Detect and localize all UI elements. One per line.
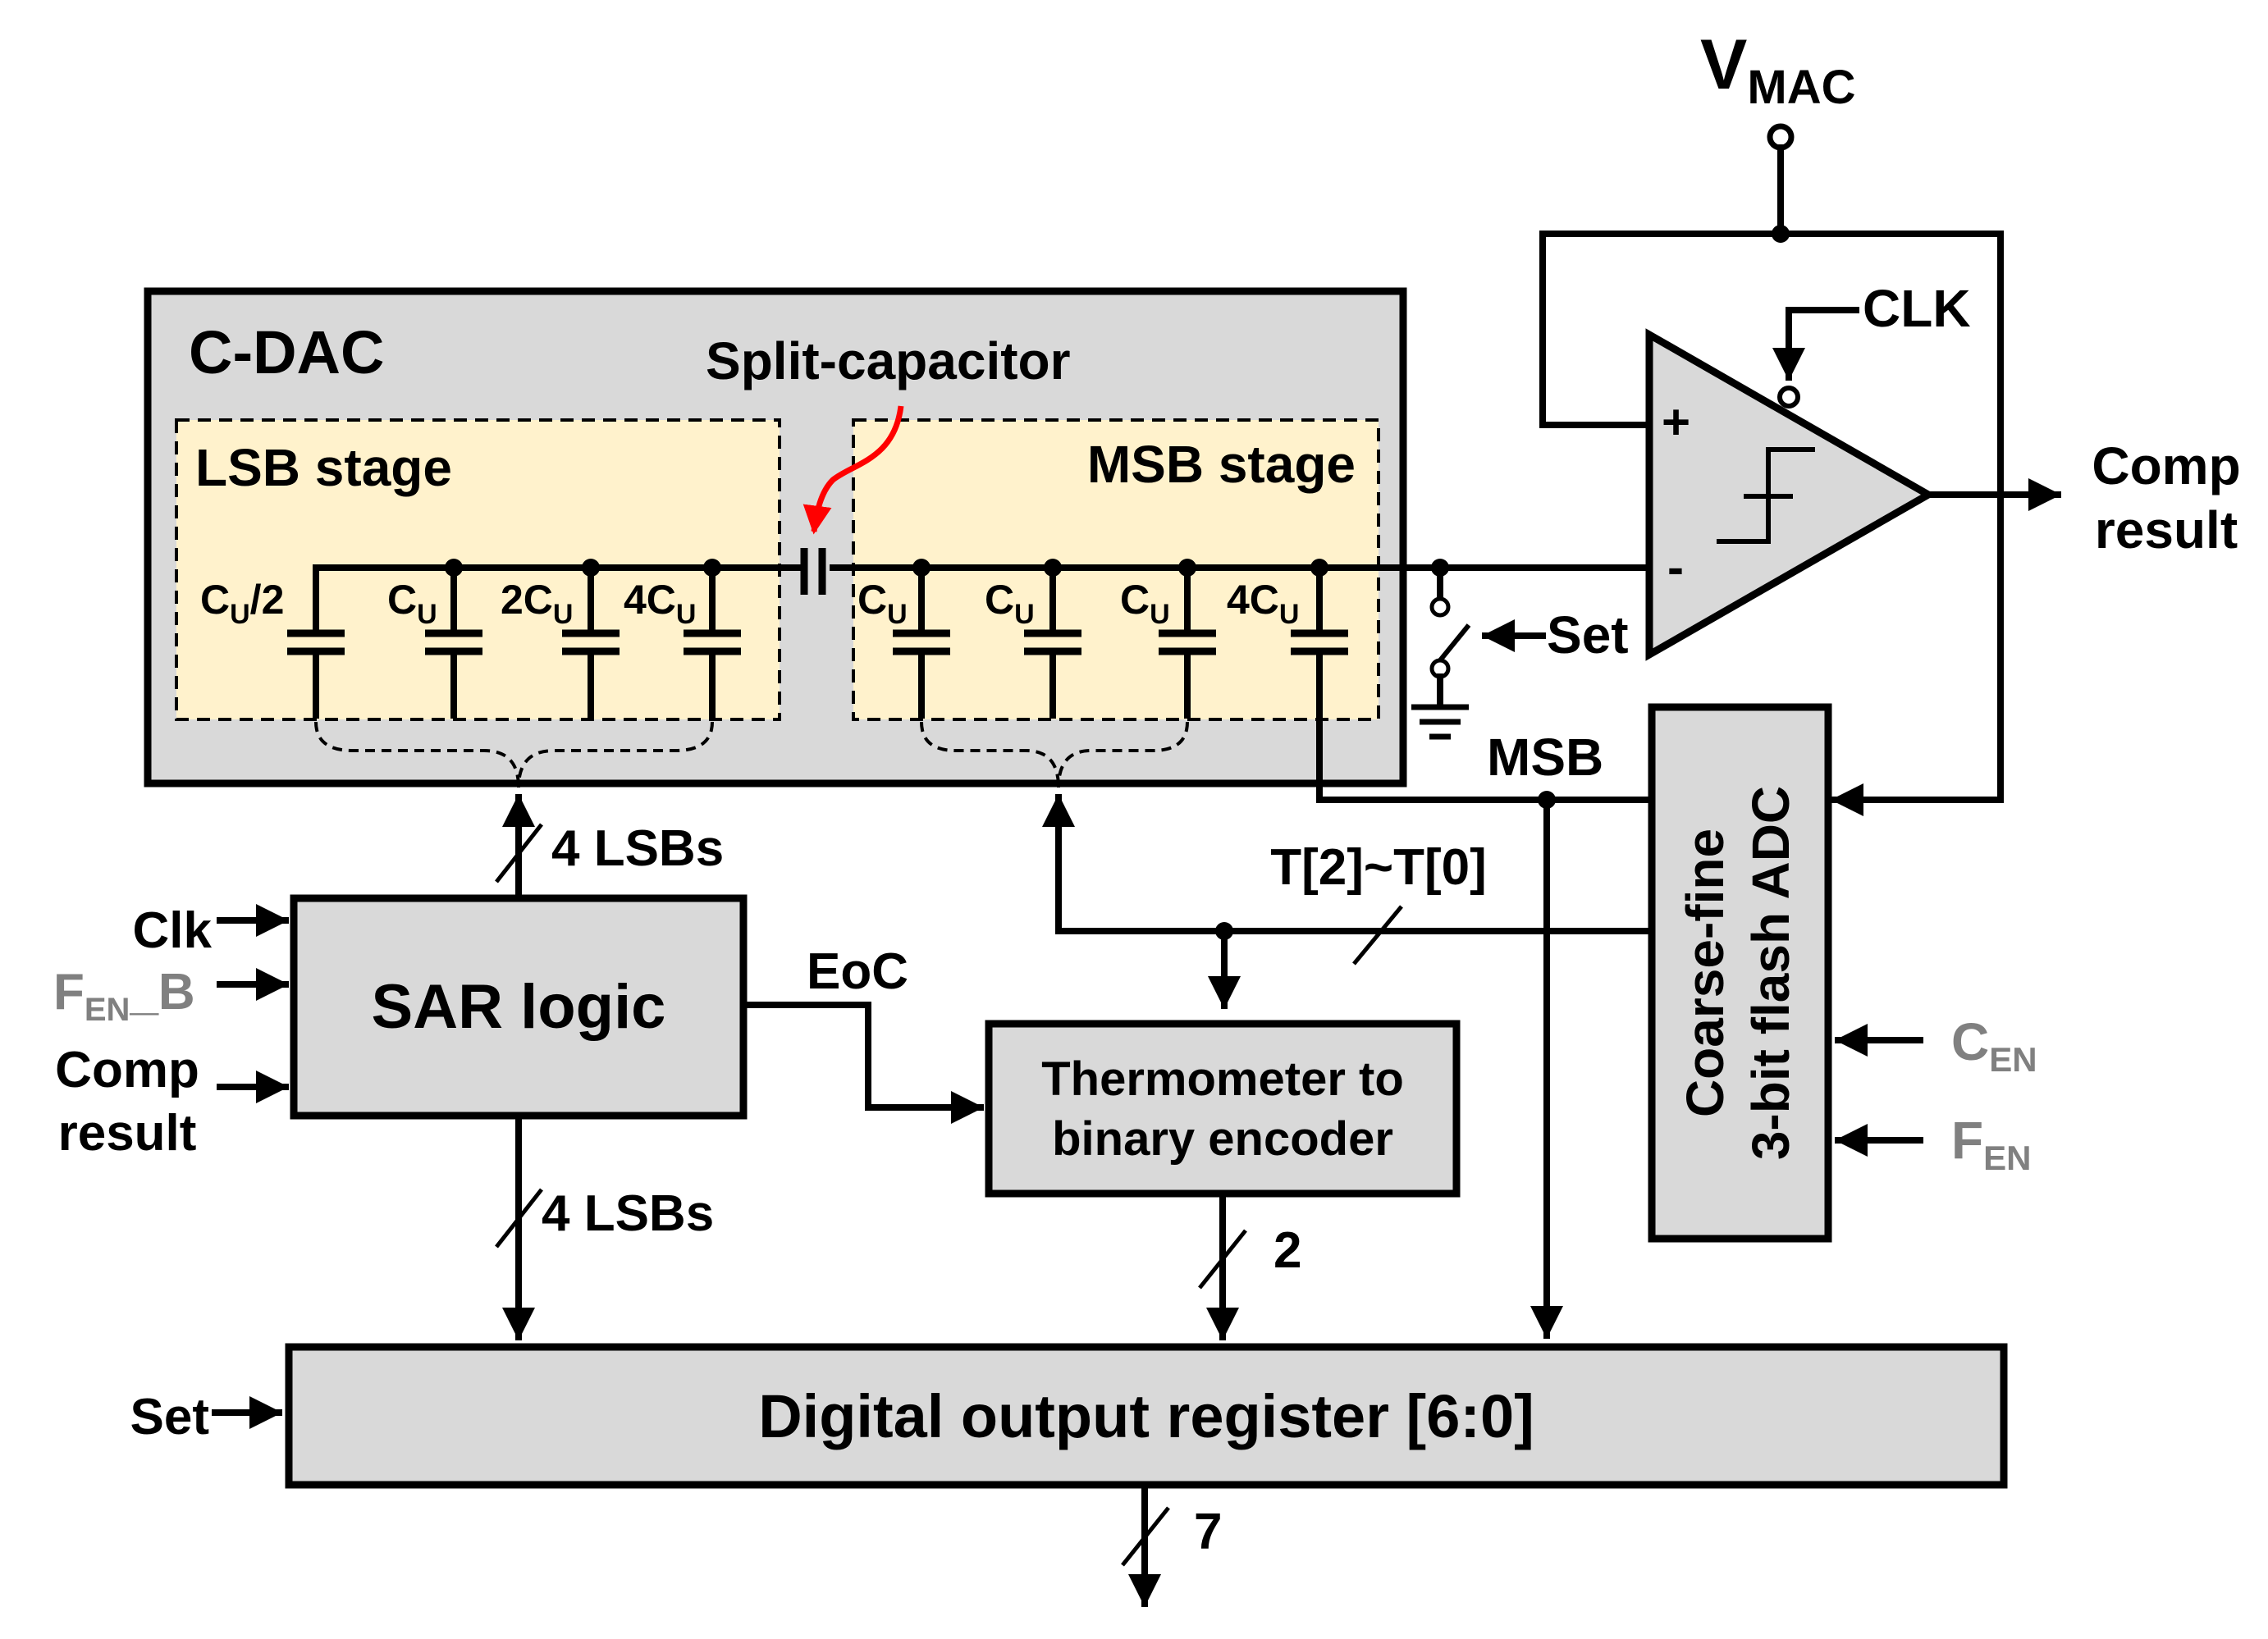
capacitor-labels: CU/2 CU 2CU 4CU CU CU CU 4CU <box>200 577 1299 630</box>
encoder-block: Thermometer to binary encoder 2 <box>985 1020 1461 1340</box>
flash-adc-block: Coarse-fine 3-bit flash ADC CEN FEN <box>1648 703 2037 1243</box>
msb-capacitor-array <box>893 559 1348 803</box>
fen-label: FEN <box>1951 1111 2031 1177</box>
set-switch: Set <box>1411 559 1629 740</box>
svg-text:VMAC: VMAC <box>1700 25 1855 114</box>
cdac-title: C-DAC <box>189 318 384 386</box>
vmac-node: VMAC <box>1700 25 1855 243</box>
eoc-label: EoC <box>807 943 908 1000</box>
cap-msb-1 <box>1024 564 1081 719</box>
encoder-label-1: Thermometer to <box>1041 1052 1404 1106</box>
clk-comparator-label: CLK <box>1863 279 1971 338</box>
flash-adc-label-2: 3-bit flash ADC <box>1741 786 1800 1160</box>
set-switch-label: Set <box>1547 605 1629 664</box>
svg-text:CU/2: CU/2 <box>200 577 284 630</box>
flash-adc-label-1: Coarse-fine <box>1676 829 1735 1117</box>
cdac-block: C-DAC Split-capacitor LSB stage MSB stag… <box>144 287 1648 803</box>
msb-label: MSB <box>1487 728 1603 787</box>
cap-lsb-2 <box>562 564 620 719</box>
comp-result-input-label-1: Comp <box>55 1042 199 1098</box>
comp-result-output-label-1: Comp <box>2092 436 2240 495</box>
thermometer-bus: T[2]~T[0] <box>1042 794 1655 1009</box>
msb-stage-label: MSB stage <box>1087 435 1356 494</box>
svg-text:CU: CU <box>857 577 908 630</box>
svg-text:CU: CU <box>985 577 1035 630</box>
encoder-label-2: binary encoder <box>1052 1112 1393 1166</box>
msb-wiring: MSB <box>1316 728 1655 1339</box>
svg-text:CU: CU <box>1120 577 1170 630</box>
register-label: Digital output register [6:0] <box>758 1382 1534 1450</box>
register-out-bus-label: 7 <box>1194 1504 1222 1560</box>
cap-lsb-3 <box>684 564 741 719</box>
svg-text:4CU: 4CU <box>1227 577 1299 630</box>
split-capacitor-label: Split-capacitor <box>706 331 1071 390</box>
cap-msb-0 <box>893 564 950 719</box>
vmac-label: V <box>1700 25 1747 104</box>
eoc-wiring: EoC <box>740 943 984 1124</box>
encoder-bus-label: 2 <box>1273 1222 1301 1279</box>
cap-msb-3 <box>1291 564 1348 803</box>
register-set-label: Set <box>130 1389 209 1445</box>
comparator-minus: - <box>1667 540 1684 595</box>
svg-text:CU: CU <box>387 577 437 630</box>
comparator: + - CLK Comp result <box>1645 279 2241 661</box>
comparator-plus: + <box>1662 395 1690 450</box>
sar-logic-block: SAR logic 4 LSBs 4 LSBs <box>290 794 748 1340</box>
sar-lsb-bus-down-label: 4 LSBs <box>542 1185 714 1242</box>
sar-lsb-bus-up-label: 4 LSBs <box>551 820 724 877</box>
sar-logic-label: SAR logic <box>372 972 666 1042</box>
sar-inputs: Clk FEN_B Comp result <box>53 902 289 1162</box>
cap-msb-2 <box>1159 564 1216 719</box>
comp-result-output-label-2: result <box>2095 500 2238 559</box>
split-cap-pointer-arrow <box>802 405 904 535</box>
lsb-capacitor-array <box>287 559 741 719</box>
fen-b-input-label: FEN_B <box>53 964 195 1028</box>
cap-lsb-0 <box>287 564 345 719</box>
svg-text:4CU: 4CU <box>624 577 696 630</box>
lsb-stage-label: LSB stage <box>195 438 452 497</box>
thermo-bus-label: T[2]~T[0] <box>1270 839 1487 896</box>
output-register-block: Digital output register [6:0] Set 7 <box>130 1343 2008 1607</box>
cap-lsb-1 <box>425 564 482 719</box>
cen-label: CEN <box>1951 1012 2037 1079</box>
comp-result-input-label-2: result <box>58 1105 197 1162</box>
clk-input-label: Clk <box>133 902 213 959</box>
vmac-wiring <box>1539 231 2004 816</box>
svg-text:2CU: 2CU <box>501 577 573 630</box>
